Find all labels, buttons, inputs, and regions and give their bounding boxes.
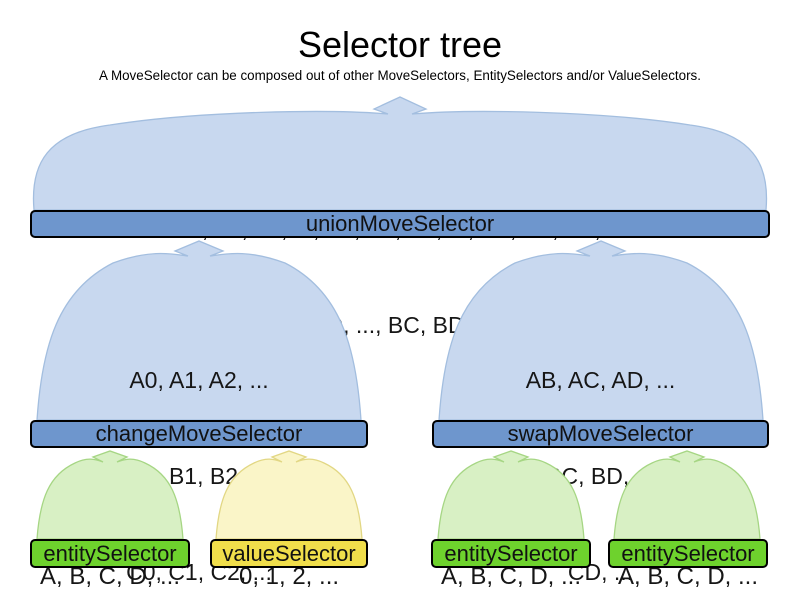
value-selector-bar: valueSelector [210,539,368,568]
entity-funnel-3 [613,450,761,540]
bar-label: valueSelector [222,540,356,566]
up-arrow-funnel-shape [32,96,768,211]
funnel-item-line: 0, 1, 2, ... [238,563,340,590]
value-funnel [215,450,363,540]
union-funnel [32,96,768,211]
up-arrow-funnel-shape [36,450,184,540]
bar-label: entitySelector [621,540,755,566]
up-arrow-funnel-shape [437,450,585,540]
entity-funnel-1 [36,450,184,540]
up-arrow-funnel-shape [438,240,764,421]
change-funnel [36,240,362,421]
entity-funnel-2 [437,450,585,540]
bar-label: entitySelector [444,540,578,566]
entity-selector-2-bar: entitySelector [431,539,591,568]
funnel-item-line: A0, A1, A2, ... [129,367,269,393]
entity-selector-1-bar: entitySelector [30,539,190,568]
up-arrow-funnel-shape [215,450,363,540]
swap-funnel [438,240,764,421]
bar-label: unionMoveSelector [305,211,495,236]
funnel-item-line: AB, AC, AD, ... [525,367,676,393]
bar-label: entitySelector [43,540,177,566]
page-title: Selector tree [297,24,503,65]
up-arrow-funnel-shape [613,450,761,540]
page-subtitle: A MoveSelector can be composed out of ot… [99,68,701,83]
change-move-selector-bar: changeMoveSelector [30,420,368,448]
bar-label: swapMoveSelector [507,421,694,446]
value-funnel-items: 0, 1, 2, ... [210,512,368,600]
union-move-selector-bar: unionMoveSelector [30,210,770,238]
bar-label: changeMoveSelector [95,421,303,446]
swap-move-selector-bar: swapMoveSelector [432,420,769,448]
up-arrow-funnel-shape [36,240,362,421]
entity-selector-3-bar: entitySelector [608,539,768,568]
